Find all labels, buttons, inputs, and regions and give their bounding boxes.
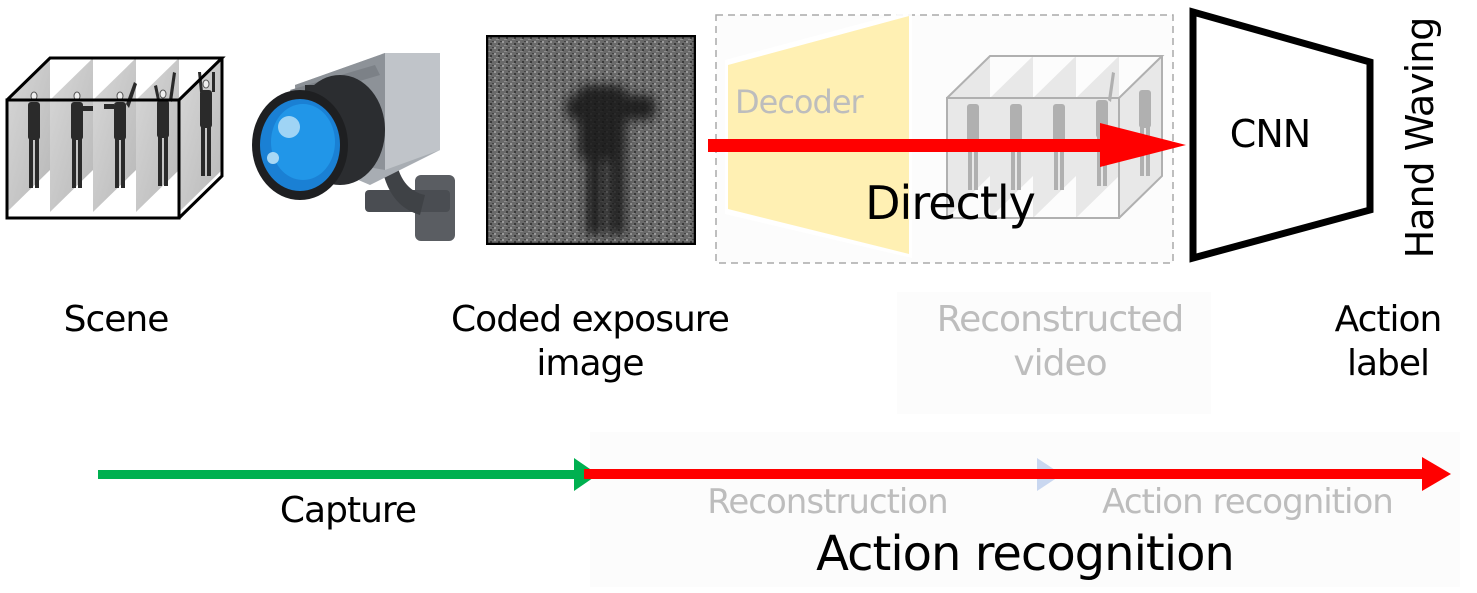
action-recognition-arrowhead-icon <box>1422 457 1451 491</box>
coded-exposure-image-icon <box>486 35 696 245</box>
scene-cube-outline <box>5 56 226 220</box>
cnn-trapezoid-icon <box>1189 7 1374 263</box>
reconstructed-video-cube-icon <box>946 55 1165 219</box>
direct-arrow <box>708 123 1186 167</box>
action-label-line2: label <box>1346 343 1430 384</box>
coded-exposure-label: Coded exposure image <box>430 298 750 386</box>
coded-exposure-label-line2: image <box>536 343 644 384</box>
action-label-caption: Action label <box>1300 298 1476 386</box>
reconstructed-label-line1: Reconstructed <box>936 299 1185 340</box>
directly-label: Directly <box>865 176 1036 230</box>
scene-label: Scene <box>63 299 170 340</box>
scene-figures <box>28 72 215 188</box>
reconstructed-video-label: Reconstructed video <box>900 298 1220 386</box>
action-label-line1: Action <box>1334 299 1443 340</box>
reconstructed-video-label-bg <box>897 292 1211 414</box>
video-frames-cube-icon <box>5 56 226 220</box>
reconstructed-label-line2: video <box>1013 343 1107 384</box>
action-recognition-arrow <box>584 457 1451 491</box>
coded-exposure-label-line1: Coded exposure <box>451 299 730 340</box>
decoder-label: Decoder <box>735 83 864 121</box>
security-camera-icon <box>252 53 455 241</box>
direct-arrowhead-icon <box>1100 123 1186 167</box>
cnn-label: CNN <box>1229 112 1311 156</box>
coded-figure <box>566 85 656 235</box>
timeline-arrows <box>98 457 1451 491</box>
reconstruction-label: Reconstruction <box>707 482 948 522</box>
predicted-action-label: Hand Waving <box>1398 17 1442 259</box>
action-recognition-region-bg <box>590 432 1460 587</box>
faded-action-recognition-label: Action recognition <box>1102 482 1394 522</box>
capture-arrow <box>98 458 598 491</box>
action-recognition-label: Action recognition <box>816 526 1235 582</box>
capture-label: Capture <box>279 490 417 531</box>
